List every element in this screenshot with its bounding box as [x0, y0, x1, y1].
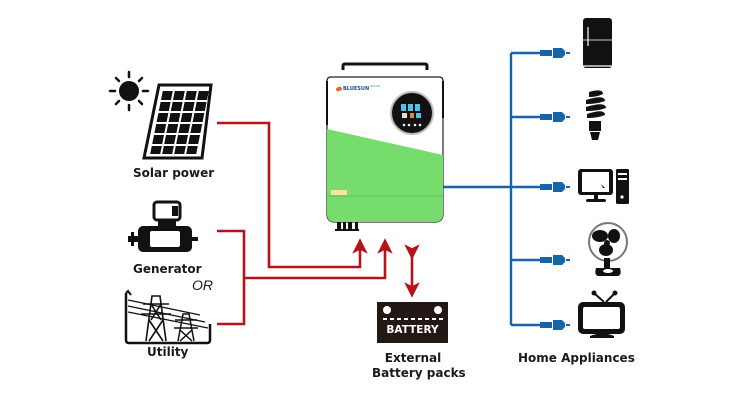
- generator-icon: [128, 200, 198, 252]
- refrigerator-icon: [583, 18, 612, 68]
- dc-wiring: [217, 121, 420, 326]
- brand-sub: SOLAR: [370, 84, 381, 88]
- plug-icon: [540, 320, 570, 330]
- plug-icon: [540, 112, 570, 122]
- light-bulb-icon: [586, 90, 606, 140]
- electric-fan-icon: [588, 222, 628, 276]
- plug-icon: [540, 182, 570, 192]
- battery-label-line2: Battery packs: [372, 366, 466, 380]
- utility-label: Utility: [147, 345, 189, 359]
- utility-pylon-icon: [124, 289, 212, 345]
- inverter-connectors: [335, 222, 359, 231]
- battery-label-line1: External: [384, 351, 442, 365]
- plug-icons: [540, 48, 570, 330]
- battery-text: BATTERY: [386, 324, 439, 336]
- desktop-computer-icon: [578, 169, 629, 204]
- grid-line: [244, 238, 393, 280]
- solar-power-label: Solar power: [133, 166, 215, 180]
- brand-logo: BLUESUN SOLAR: [335, 84, 381, 92]
- battery-icon: [377, 302, 448, 343]
- television-icon: [578, 290, 625, 338]
- sun-icon: [108, 70, 150, 112]
- ac-wiring: [443, 51, 540, 327]
- solar-line: [217, 121, 368, 269]
- inverter-unit: [326, 62, 444, 231]
- battery-label: External Battery packs: [372, 351, 466, 381]
- solar-panel-icon: [142, 83, 213, 160]
- logo-mark-icon: [335, 86, 343, 92]
- plug-icon: [540, 255, 570, 265]
- generator-line: [217, 229, 246, 326]
- generator-label: Generator: [133, 262, 202, 276]
- brand-name: BLUESUN: [343, 86, 370, 92]
- or-label: OR: [192, 277, 213, 293]
- plug-icon: [540, 48, 570, 58]
- home-appliances-label: Home Appliances: [518, 351, 635, 365]
